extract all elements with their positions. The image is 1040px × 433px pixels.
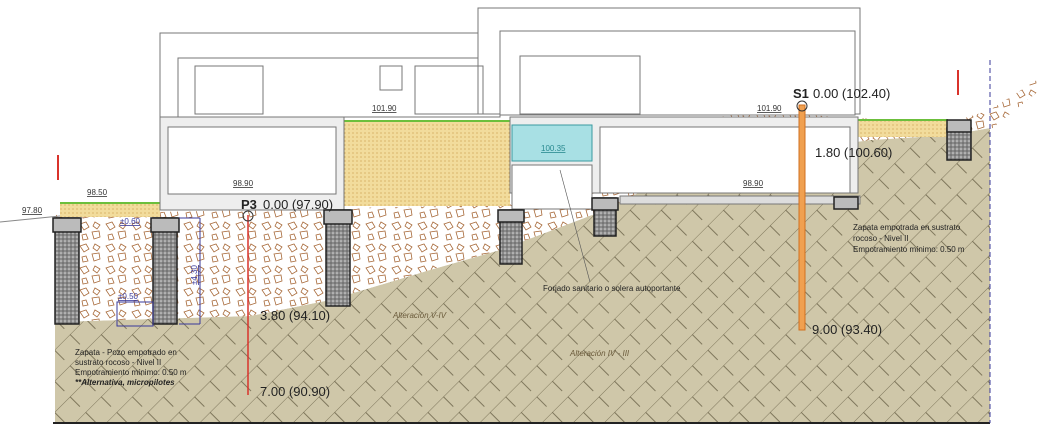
borehole-p3-bottom: 7.00 (90.90) <box>260 384 330 399</box>
svg-text:rocoso - Nivel II: rocoso - Nivel II <box>853 234 909 243</box>
dimension-4-30: ±4.30 <box>190 264 199 285</box>
borehole-s1-line <box>798 104 806 331</box>
left-ground-line <box>0 215 61 223</box>
level-lower-floor-right: 98.90 <box>743 179 764 188</box>
svg-text:Zapata - Pozo empotrado en: Zapata - Pozo empotrado en <box>75 348 177 357</box>
level-upper-floor-left: 101.90 <box>372 104 397 113</box>
borehole-s1-bottom: 9.00 (93.40) <box>812 322 882 337</box>
level-left-terrace: 98.50 <box>87 188 108 197</box>
footings <box>52 119 972 325</box>
svg-text:Empotramiento mínimo: 0.50 m: Empotramiento mínimo: 0.50 m <box>853 245 965 254</box>
borehole-p3-name: P3 <box>241 197 257 212</box>
alteration-iv-iii-label: Alteración IV - III <box>569 349 630 358</box>
level-lower-floor-left: 98.90 <box>233 179 254 188</box>
alteration-v-iv-label: Alteración V-IV <box>392 311 447 320</box>
borehole-p3-mid: 3.80 (94.10) <box>260 308 330 323</box>
dimension-0-60: ±0.60 <box>120 217 141 226</box>
borehole-s1-mid: 1.80 (100.60) <box>815 145 892 160</box>
forjado-label: Forjado sanitario o solera autoportante <box>543 284 681 293</box>
hillside-right <box>990 78 1040 130</box>
borehole-s1-marker <box>796 100 808 112</box>
dimension-lines <box>116 217 201 327</box>
level-pool: 100.35 <box>541 144 566 153</box>
borehole-s1-name: S1 <box>793 86 809 101</box>
borehole-p3-marker <box>242 210 254 222</box>
svg-text:sustrato rocoso - Nivel II: sustrato rocoso - Nivel II <box>75 358 161 367</box>
left-footing-note: Zapata - Pozo empotrado en sustrato roco… <box>75 348 187 387</box>
level-left-ground: 97.80 <box>22 206 43 215</box>
forjado-leader <box>559 169 591 283</box>
level-upper-floor-right: 101.90 <box>757 104 782 113</box>
pool <box>511 124 593 162</box>
right-terrace-fill <box>858 120 948 137</box>
building-outline <box>159 7 861 211</box>
central-fill <box>344 121 510 206</box>
right-footing-note: Zapata empotrada en sustrato rocoso - Ni… <box>853 223 965 254</box>
svg-text:Empotramiento mínimo: 0.50 m: Empotramiento mínimo: 0.50 m <box>75 368 187 377</box>
svg-text:Zapata empotrada en sustrato: Zapata empotrada en sustrato <box>853 223 961 232</box>
left-terrace-fill <box>60 203 160 217</box>
dimension-0-50: ±0.50 <box>118 292 139 301</box>
svg-text:**Alternativa, micropilotes: **Alternativa, micropilotes <box>75 378 175 387</box>
borehole-p3-top: 0.00 (97.90) <box>263 197 333 212</box>
borehole-s1-top: 0.00 (102.40) <box>813 86 890 101</box>
